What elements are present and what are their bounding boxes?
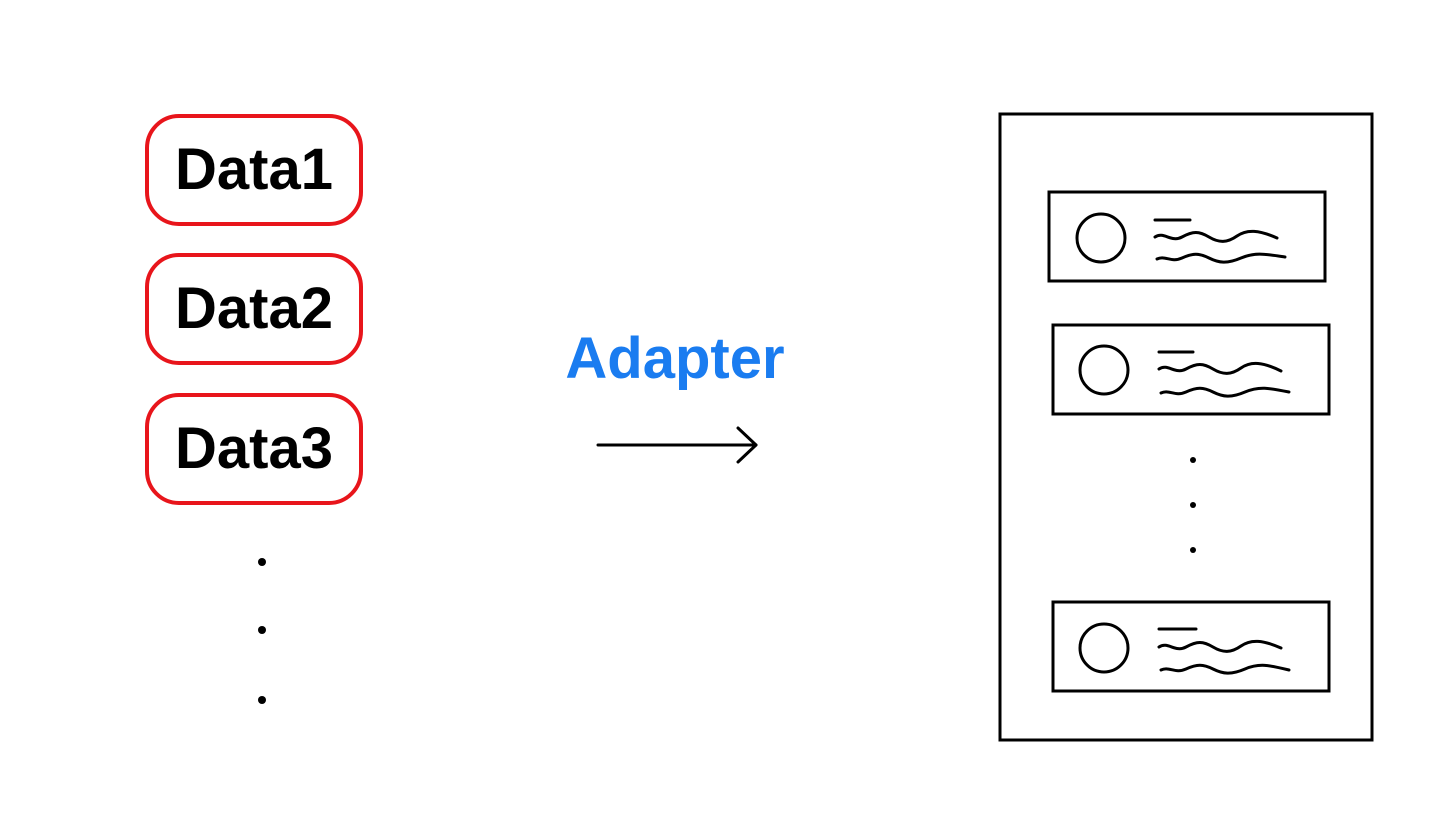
circle-avatar-icon xyxy=(1075,212,1127,264)
list-row-frame xyxy=(1051,323,1331,416)
scribble-text-lines xyxy=(1157,627,1291,675)
ellipsis-dot xyxy=(1190,547,1196,553)
list-row xyxy=(1051,600,1331,693)
ellipsis-dot xyxy=(1190,502,1196,508)
data-item-label: Data2 xyxy=(175,276,333,341)
circle-avatar-icon xyxy=(1078,622,1130,674)
ellipsis-dot xyxy=(258,626,266,634)
screen-frame xyxy=(998,112,1374,742)
ellipsis-dot xyxy=(1190,457,1196,463)
right-arrow-icon xyxy=(596,426,758,464)
circle-avatar-icon xyxy=(1078,344,1130,396)
ellipsis-dot xyxy=(258,558,266,566)
scribble-text-lines xyxy=(1153,218,1287,264)
ellipsis-dot xyxy=(258,696,266,704)
data-item-label: Data1 xyxy=(175,137,333,202)
list-row-frame xyxy=(1047,190,1327,283)
adapter-label: Adapter xyxy=(565,326,785,391)
list-row xyxy=(1051,323,1331,416)
list-view-screen xyxy=(998,112,1374,742)
list-row xyxy=(1047,190,1327,283)
data-item-2: Data2 xyxy=(145,253,363,365)
list-row-frame xyxy=(1051,600,1331,693)
data-item-label: Data3 xyxy=(175,416,333,481)
data-item-1: Data1 xyxy=(145,114,363,226)
scribble-text-lines xyxy=(1157,350,1291,398)
data-item-3: Data3 xyxy=(145,393,363,505)
